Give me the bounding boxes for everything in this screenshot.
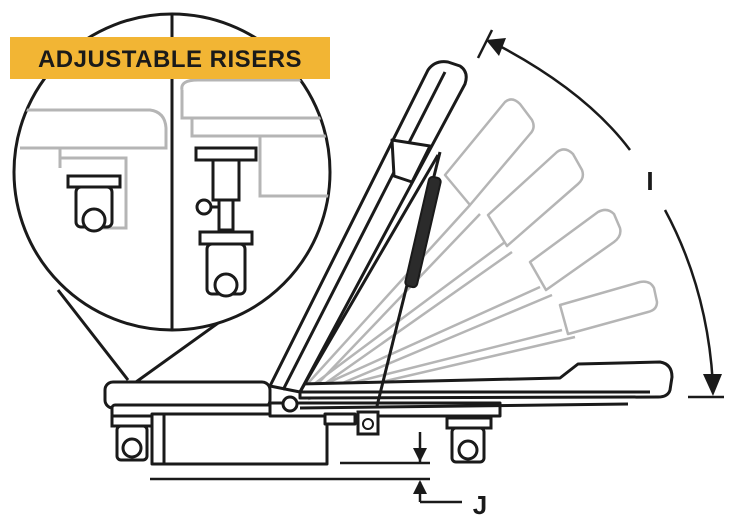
j-arrow-down <box>413 448 427 462</box>
arrow-head-top <box>486 38 506 56</box>
detail-caster-normal <box>66 174 122 233</box>
j-arrow-up <box>413 480 427 494</box>
ghost-backrest-2 <box>301 148 585 399</box>
caster-right <box>445 416 493 464</box>
ghost-backrest-1 <box>299 98 535 397</box>
dimension-i-label: I <box>646 166 653 196</box>
detail-seat-right <box>180 78 330 198</box>
dimension-j-label: J <box>473 490 487 520</box>
detail-seat-left <box>20 108 168 230</box>
badge-text: ADJUSTABLE RISERS <box>38 46 302 73</box>
gas-strut <box>281 151 442 436</box>
back-rest-raised <box>268 60 468 394</box>
leg-rest-flat <box>298 360 674 410</box>
seat-cushion <box>103 380 289 419</box>
dimension-i-arc <box>476 29 724 399</box>
ghost-backrest-3 <box>302 208 622 400</box>
caster-left <box>110 414 154 462</box>
adjustable-risers-badge: ADJUSTABLE RISERS <box>10 37 330 79</box>
detail-caster-riser <box>194 146 258 298</box>
riser-detail-callout <box>12 12 332 332</box>
arrow-head-bottom <box>703 374 722 396</box>
